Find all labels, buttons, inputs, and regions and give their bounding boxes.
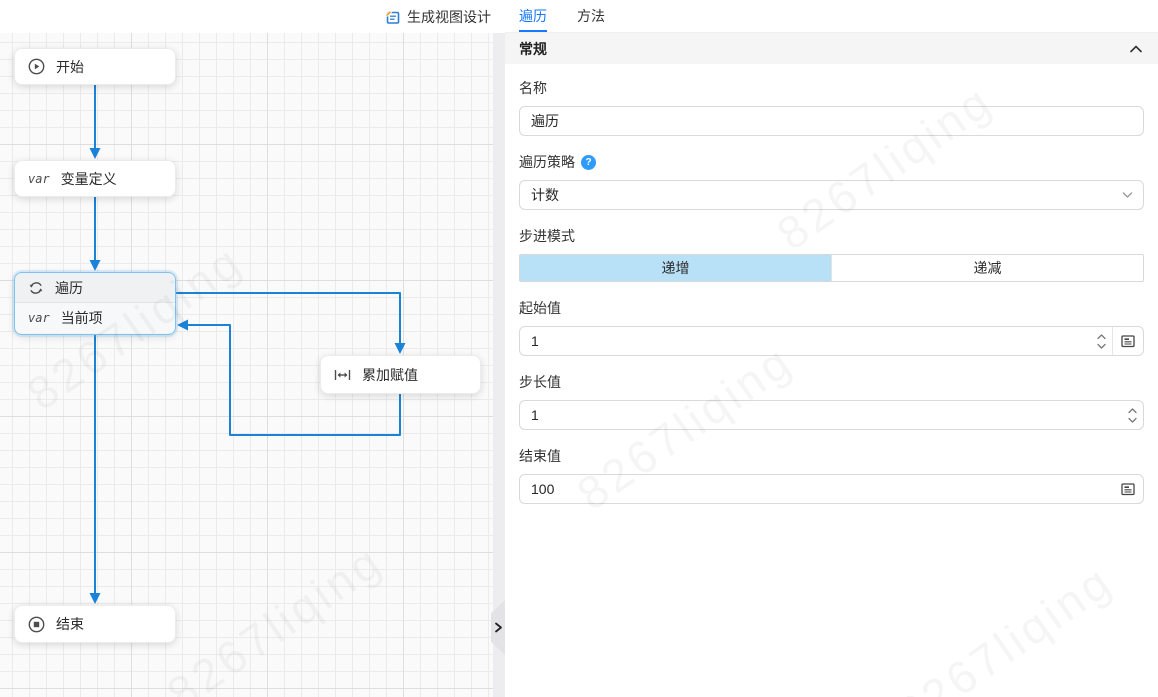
strategy-field-label: 遍历策略 ? xyxy=(519,152,1144,172)
step-mode-segmented-control: 递增 递减 xyxy=(519,254,1144,282)
var-icon: var xyxy=(28,311,50,325)
strategy-label-text: 遍历策略 xyxy=(519,154,575,170)
node-label: 结束 xyxy=(56,616,84,632)
node-start[interactable]: 开始 xyxy=(14,48,176,85)
strategy-selected-value: 计数 xyxy=(531,187,559,203)
chevron-up-icon xyxy=(1130,45,1142,52)
start-value-field-label: 起始值 xyxy=(519,300,561,316)
node-accumulate-assign[interactable]: 累加赋值 xyxy=(320,355,481,394)
panel-tab-bar: 遍历 方法 xyxy=(505,0,1158,33)
section-title: 常规 xyxy=(519,40,547,57)
chevron-up-icon[interactable] xyxy=(1127,407,1137,414)
canvas-toolbar: 生成视图设计 xyxy=(0,0,505,33)
expression-editor-icon xyxy=(1121,483,1135,496)
generate-view-design-label: 生成视图设计 xyxy=(407,8,491,25)
help-icon[interactable]: ? xyxy=(581,154,596,170)
panel-divider[interactable] xyxy=(493,33,505,697)
chevron-up-icon[interactable] xyxy=(1096,333,1106,340)
name-input[interactable] xyxy=(520,107,1143,135)
step-value-input[interactable] xyxy=(520,401,1121,429)
chevron-down-icon[interactable] xyxy=(1127,417,1137,423)
tab-methods[interactable]: 方法 xyxy=(577,8,605,24)
play-circle-icon xyxy=(28,58,45,75)
chevron-down-icon xyxy=(1122,192,1133,198)
node-variable-definition[interactable]: var 变量定义 xyxy=(14,160,176,197)
step-mode-option-increase[interactable]: 递增 xyxy=(520,255,831,281)
strategy-select[interactable]: 计数 xyxy=(519,180,1144,210)
loop-icon xyxy=(29,281,43,294)
node-label: 遍历 xyxy=(55,279,83,296)
panel-collapse-handle[interactable] xyxy=(491,600,505,655)
stop-circle-icon xyxy=(28,616,45,632)
node-end[interactable]: 结束 xyxy=(14,605,176,643)
properties-panel: 遍历 方法 常规 名称 遍历策略 ? 计数 步进 xyxy=(505,0,1158,697)
loop-node-header-row[interactable]: 遍历 xyxy=(15,273,175,303)
loop-node-current-item-row[interactable]: var 当前项 xyxy=(15,303,175,333)
end-value-input[interactable] xyxy=(520,475,1113,503)
tab-loop[interactable]: 遍历 xyxy=(519,0,547,32)
expression-editor-icon xyxy=(1121,335,1135,348)
chevron-down-icon[interactable] xyxy=(1096,343,1106,349)
start-value-stepper[interactable] xyxy=(1090,327,1112,355)
end-value-expression-button[interactable] xyxy=(1113,475,1143,503)
step-value-stepper[interactable] xyxy=(1121,401,1143,429)
node-label: 变量定义 xyxy=(60,170,117,187)
node-loop-selected[interactable]: 遍历 var 当前项 xyxy=(14,272,176,335)
generate-view-design-button[interactable]: 生成视图设计 xyxy=(384,7,491,27)
node-label: 开始 xyxy=(56,58,84,75)
chevron-right-icon xyxy=(494,622,502,633)
name-field-label: 名称 xyxy=(519,80,547,96)
accumulate-icon xyxy=(334,369,351,380)
flow-canvas-area: 生成视图设计 开始 xyxy=(0,0,505,697)
step-mode-field-label: 步进模式 xyxy=(519,228,575,244)
generate-view-icon xyxy=(385,10,400,24)
node-label: 当前项 xyxy=(60,310,103,326)
node-label: 累加赋值 xyxy=(362,366,418,383)
panel-body: 名称 遍历策略 ? 计数 步进模式 递增 递减 起始值 xyxy=(505,64,1158,504)
start-value-input[interactable] xyxy=(520,327,1090,355)
step-value-field-label: 步长值 xyxy=(519,374,561,390)
name-input-box xyxy=(519,106,1144,136)
end-value-field-label: 结束值 xyxy=(519,448,561,464)
step-value-input-box xyxy=(519,400,1144,430)
start-value-input-box xyxy=(519,326,1144,356)
input-divider xyxy=(1112,327,1113,355)
var-icon: var xyxy=(28,171,50,186)
end-value-input-box xyxy=(519,474,1144,504)
section-header-general[interactable]: 常规 xyxy=(505,33,1158,64)
step-mode-option-decrease[interactable]: 递减 xyxy=(831,255,1143,281)
start-value-expression-button[interactable] xyxy=(1113,327,1143,355)
